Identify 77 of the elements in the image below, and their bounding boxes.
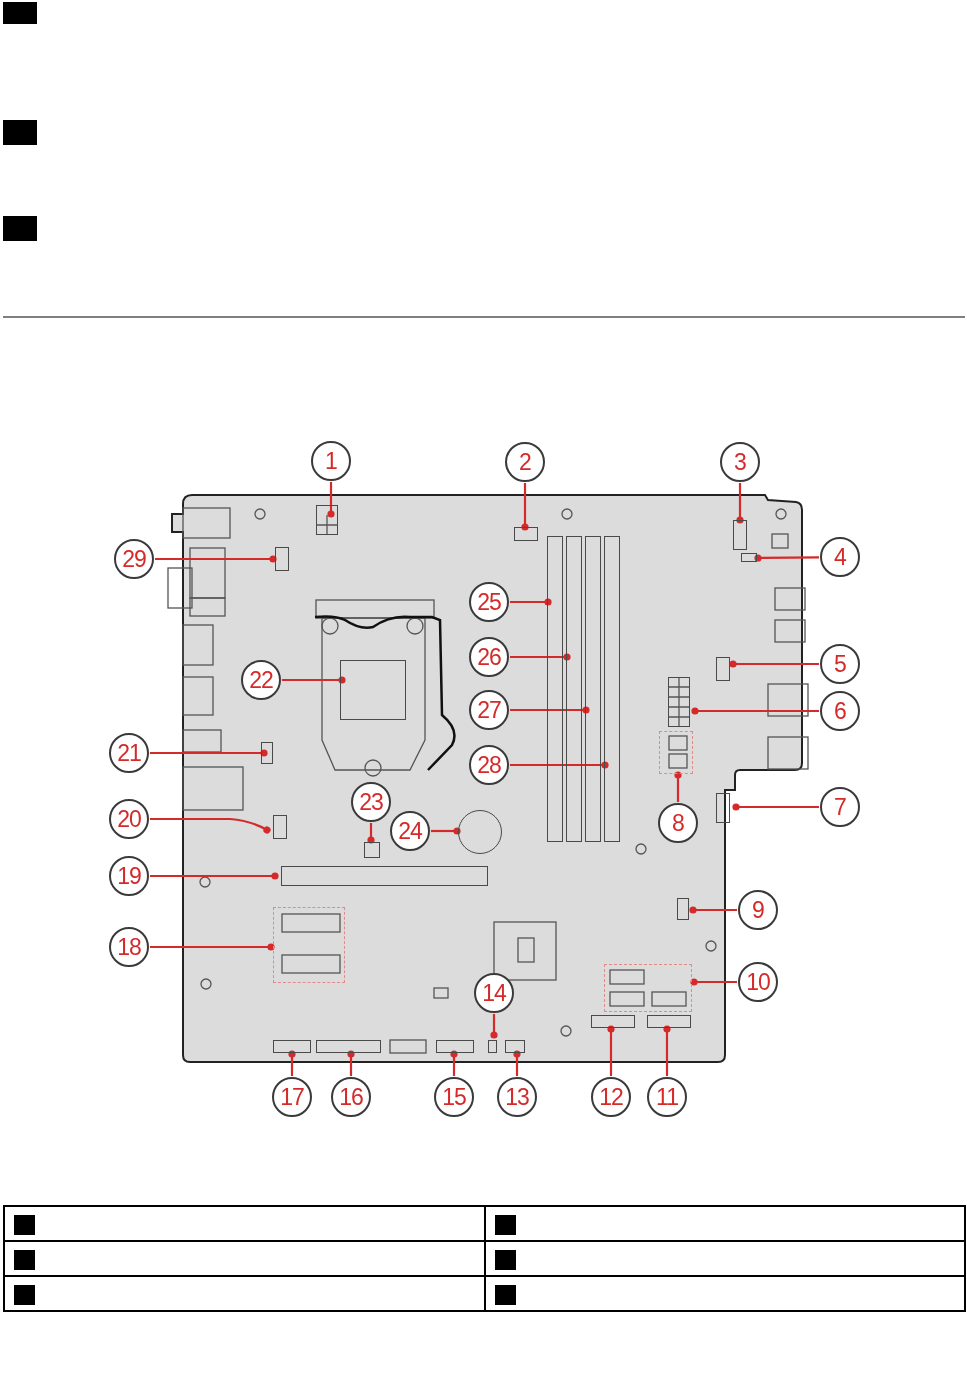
callout-number: 18 [109,927,149,967]
callout-number: 21 [109,733,149,773]
leader-line [367,823,375,844]
processor-chip [340,660,406,720]
leader-line [510,653,571,661]
leader-line [607,1025,615,1076]
leader-line [288,1050,296,1076]
power-connector [668,677,690,727]
leader-line [150,943,275,951]
callout-number: 9 [738,890,778,930]
connector-header [591,1015,635,1028]
connector-header [364,842,380,858]
callout-number: 12 [591,1077,631,1117]
leader-line [510,598,552,606]
leader-line [513,1050,521,1076]
connector-header [505,1040,525,1053]
leader-line [450,1050,458,1076]
leader-line [282,676,346,684]
callout-number: 20 [109,799,149,839]
memory-slot [604,536,620,842]
callout-number: 17 [272,1077,312,1117]
connector-header [273,815,287,839]
connector-header [273,1040,311,1053]
leader-line [689,906,737,914]
jumper-block [659,731,693,774]
connector-header [275,547,289,571]
leader-line [155,555,277,563]
connector-header [647,1015,691,1028]
expansion-slot [281,866,488,886]
connector-header [741,553,757,562]
callout-number: 5 [820,644,860,684]
callout-number: 13 [497,1077,537,1117]
callout-number: 15 [434,1077,474,1117]
leader-line [674,771,682,802]
connector-header [733,520,747,550]
leader-line [150,817,271,834]
callout-number: 3 [720,442,760,482]
leader-line [729,660,819,668]
power-connector [316,505,338,535]
sata-port-group [604,964,692,1012]
callout-number: 19 [109,856,149,896]
memory-slot [566,536,582,842]
connector-header [514,527,538,541]
connector-header [436,1040,474,1053]
leader-line [663,1025,671,1076]
memory-slot [585,536,601,842]
callout-number: 16 [331,1077,371,1117]
leader-line [521,483,529,531]
callout-number: 7 [820,787,860,827]
leader-line [347,1050,355,1076]
callout-number: 10 [738,962,778,1002]
leader-line [327,482,335,518]
callout-number: 4 [820,537,860,577]
callout-number: 2 [505,442,545,482]
connector-header [316,1040,381,1053]
connector-header [261,742,273,764]
m2-slot-group [273,907,345,983]
leader-line [431,827,461,835]
leader-line [150,872,279,880]
leader-line [690,978,737,986]
leader-line [510,761,609,769]
callout-number: 11 [647,1077,687,1117]
connector-header [488,1040,497,1053]
leader-line [691,707,819,715]
leader-line [736,483,744,524]
leader-line [732,803,819,811]
connector-header [716,657,730,681]
leader-line [490,1014,498,1039]
callout-number: 1 [311,441,351,481]
connector-header [716,793,730,823]
leader-line [510,706,590,714]
callout-number: 29 [114,539,154,579]
memory-slot [547,536,563,842]
callout-number: 6 [820,691,860,731]
leader-line [150,749,268,757]
leader-line [754,554,819,562]
connector-header [677,898,689,920]
